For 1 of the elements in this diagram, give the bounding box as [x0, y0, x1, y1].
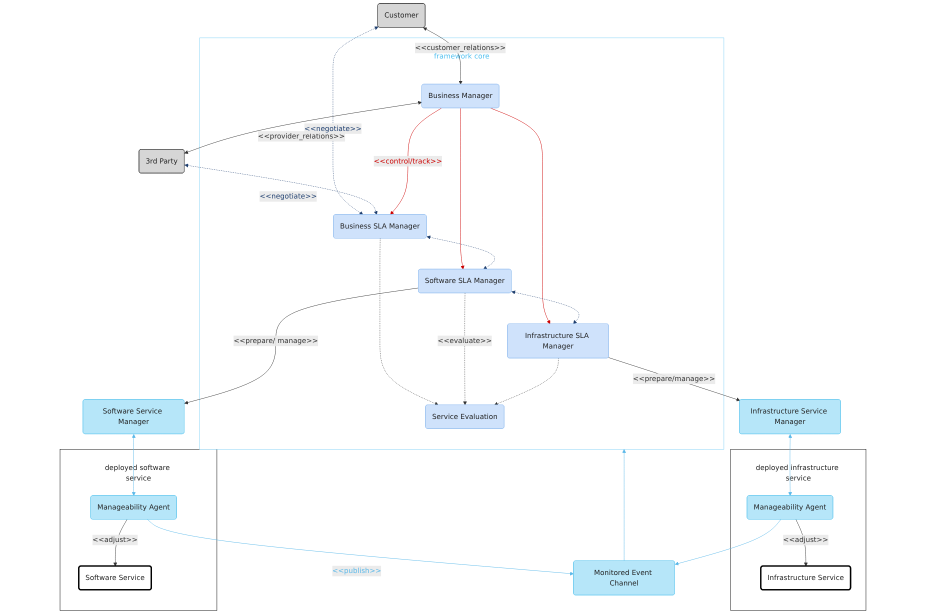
- arrow: [184, 164, 378, 215]
